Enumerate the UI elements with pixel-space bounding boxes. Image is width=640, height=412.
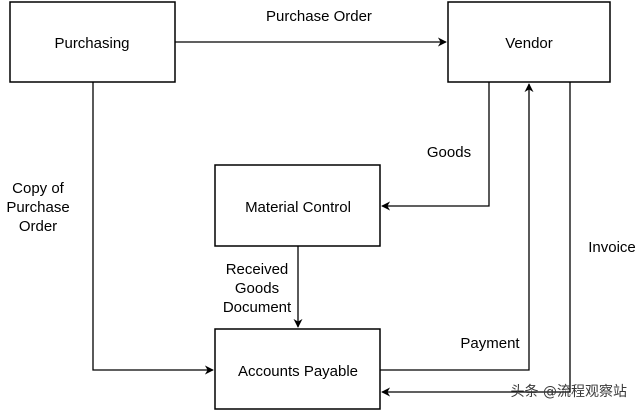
node-purchasing[interactable]: Purchasing [9,1,176,83]
edge-goods [381,82,490,211]
edge-label-copy-of-po-line-2: Purchase [6,199,69,216]
node-purchasing-label: Purchasing [54,35,129,52]
edge-label-copy-of-po-line-1: Copy of [12,180,65,197]
node-material-control-label: Material Control [245,199,351,216]
node-material-control[interactable]: Material Control [214,164,381,247]
edge-label-copy-of-po-line-3: Order [19,218,57,235]
edge-label-received-goods-line-3: Document [223,299,292,316]
node-accounts-payable[interactable]: Accounts Payable [214,328,381,410]
node-vendor-label: Vendor [505,35,553,52]
edge-label-purchase-order: Purchase Order [266,8,372,25]
node-vendor[interactable]: Vendor [447,1,611,83]
watermark-text: 头条 @流程观察站 [511,383,627,400]
edge-copy-of-po [92,82,214,375]
edge-label-payment: Payment [460,335,520,352]
edge-label-goods: Goods [427,144,471,161]
edge-label-received-goods-line-2: Goods [235,280,279,297]
node-accounts-payable-label: Accounts Payable [238,363,358,380]
edge-invoice [381,82,571,397]
edge-payment [380,83,534,371]
edge-label-invoice: Invoice [588,239,636,256]
edge-label-received-goods-line-1: Received [226,261,289,278]
